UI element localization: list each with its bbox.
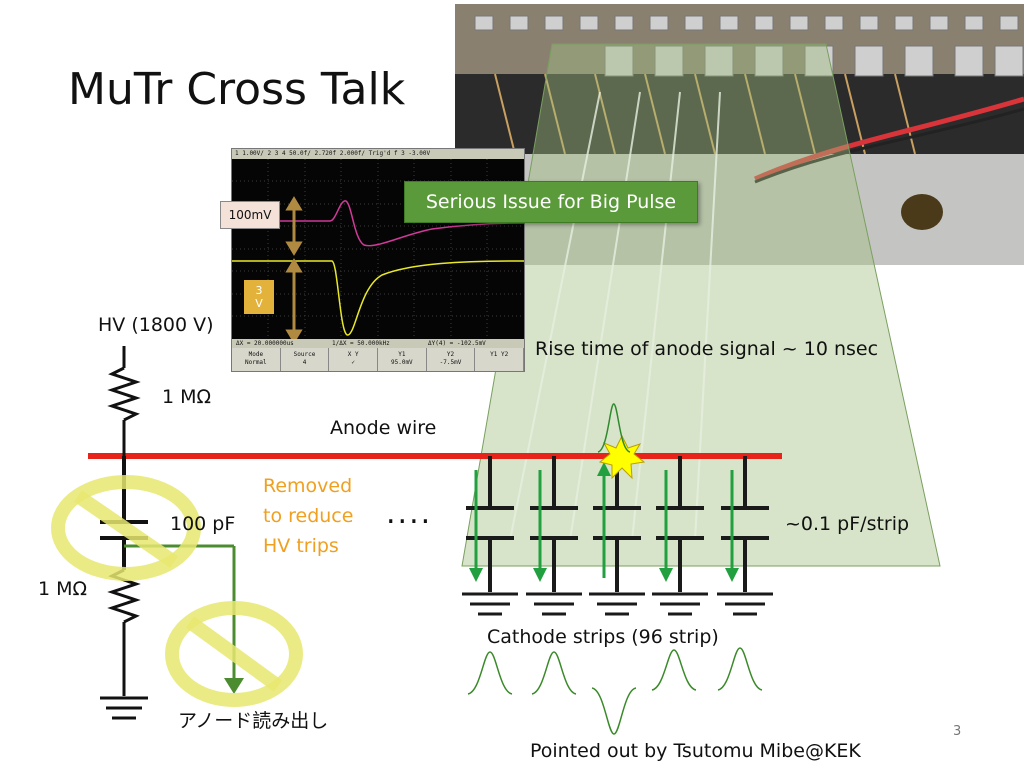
zoom-trapezoid xyxy=(461,43,941,567)
scope-top-readout: 1 1.00V/ 2 3 4 50.0f/ 2.720f 2.000f/ Tri… xyxy=(232,149,524,159)
avalanche-star-icon xyxy=(598,434,646,480)
scope-delta-x: ΔX = 20.000000us xyxy=(236,340,294,347)
strip-grounds xyxy=(462,592,773,616)
scale-100mv-label: 100mV xyxy=(220,201,280,229)
capacitor-label: 100 pF xyxy=(170,513,236,535)
cathode-strips-label: Cathode strips (96 strip) xyxy=(487,626,719,648)
arrow-heads xyxy=(469,462,739,582)
serious-issue-banner: Serious Issue for Big Pulse xyxy=(404,181,698,223)
page-number: 3 xyxy=(953,724,962,739)
resistor-top-label: 1 MΩ xyxy=(162,386,212,408)
hv-label: HV (1800 V) xyxy=(98,314,214,336)
induced-signal-arrows xyxy=(474,470,734,578)
strip-capacitors xyxy=(466,456,769,592)
removed-note-line1: Removed xyxy=(263,475,353,497)
slide-title: MuTr Cross Talk xyxy=(68,64,406,115)
scope-softkey: Y1 Y2 xyxy=(475,348,525,371)
scope-softkey: Y2-7.5mV xyxy=(427,348,476,371)
resistor-bottom-label: 1 MΩ xyxy=(38,578,88,600)
credit-line: Pointed out by Tsutomu Mibe@KEK xyxy=(530,740,861,762)
cathode-pulses xyxy=(467,647,763,735)
anode-pulse xyxy=(597,403,631,453)
removed-note-line3: HV trips xyxy=(263,535,339,557)
scope-measurements: ΔX = 20.000000us 1/ΔX = 50.000kHz ΔY(4) = … xyxy=(232,339,524,348)
readout-arrowhead xyxy=(224,678,244,694)
scope-softkey: X Y✓ xyxy=(329,348,379,371)
hv-resistor-chain xyxy=(107,346,141,456)
ellipsis: .... xyxy=(386,496,433,531)
scope-inv-delta-x: 1/ΔX = 50.000kHz xyxy=(332,340,390,347)
prohibit-sign-readout xyxy=(165,601,303,707)
anode-readout-label: アノード読み出し xyxy=(178,710,329,732)
per-strip-capacitance-label: ~0.1 pF/strip xyxy=(785,513,910,535)
rise-time-label: Rise time of anode signal ~ 10 nsec xyxy=(535,338,879,360)
scope-delta-y: ΔY(4) = -102.5mV xyxy=(428,340,486,347)
bottom-resistor xyxy=(100,568,148,720)
scale-3v-label: 3 V xyxy=(244,280,274,314)
removed-note-line2: to reduce xyxy=(263,505,354,527)
strip-lines xyxy=(509,91,721,541)
prohibit-sign-capacitor xyxy=(51,475,201,581)
anode-wire-label: Anode wire xyxy=(330,417,437,439)
